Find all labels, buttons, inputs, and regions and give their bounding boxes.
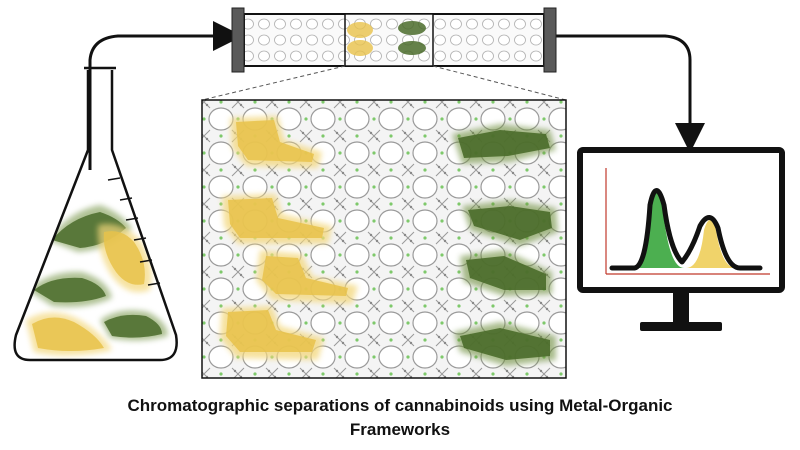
column-green-band-1: [398, 21, 426, 35]
column-green-band-2: [398, 41, 426, 55]
peak-yellow: [686, 220, 736, 268]
flask-green-molecule-3: [100, 310, 168, 341]
arrow-flask-to-column: [88, 21, 243, 170]
chromatogram: [605, 168, 770, 275]
peak-green: [632, 189, 684, 268]
arrow-column-to-monitor: [556, 34, 705, 153]
mof-green-molecule-4: [454, 322, 556, 366]
flask-yellow-molecule-2: [26, 312, 112, 356]
erlenmeyer-flask-icon: [13, 66, 178, 362]
column-yellow-band-2: [347, 40, 373, 56]
column-yellow-band-1: [347, 22, 373, 38]
caption-line-2: Frameworks: [349, 420, 451, 439]
zoom-guide-lines: [201, 65, 567, 101]
caption-line-1: Chromatographic separations of cannabino…: [127, 396, 673, 415]
mof-yellow-molecule-2: [222, 194, 332, 244]
mof-green-molecule-3: [460, 250, 552, 296]
mof-green-molecule-2: [462, 200, 558, 246]
chromatography-column-icon: [231, 7, 557, 73]
mof-framework-panel: [201, 99, 567, 379]
mof-yellow-molecule-1: [230, 116, 322, 168]
figure-caption: Chromatographic separations of cannabino…: [0, 394, 800, 442]
flask-green-molecule-2: [28, 271, 112, 307]
chromatogram-trace: [609, 188, 763, 271]
mof-yellow-molecule-4: [220, 306, 324, 360]
mof-green-molecule-1: [452, 124, 556, 164]
monitor-icon: [577, 147, 785, 331]
mof-yellow-molecule-3: [256, 250, 358, 304]
flask-yellow-molecule-1: [97, 223, 152, 293]
